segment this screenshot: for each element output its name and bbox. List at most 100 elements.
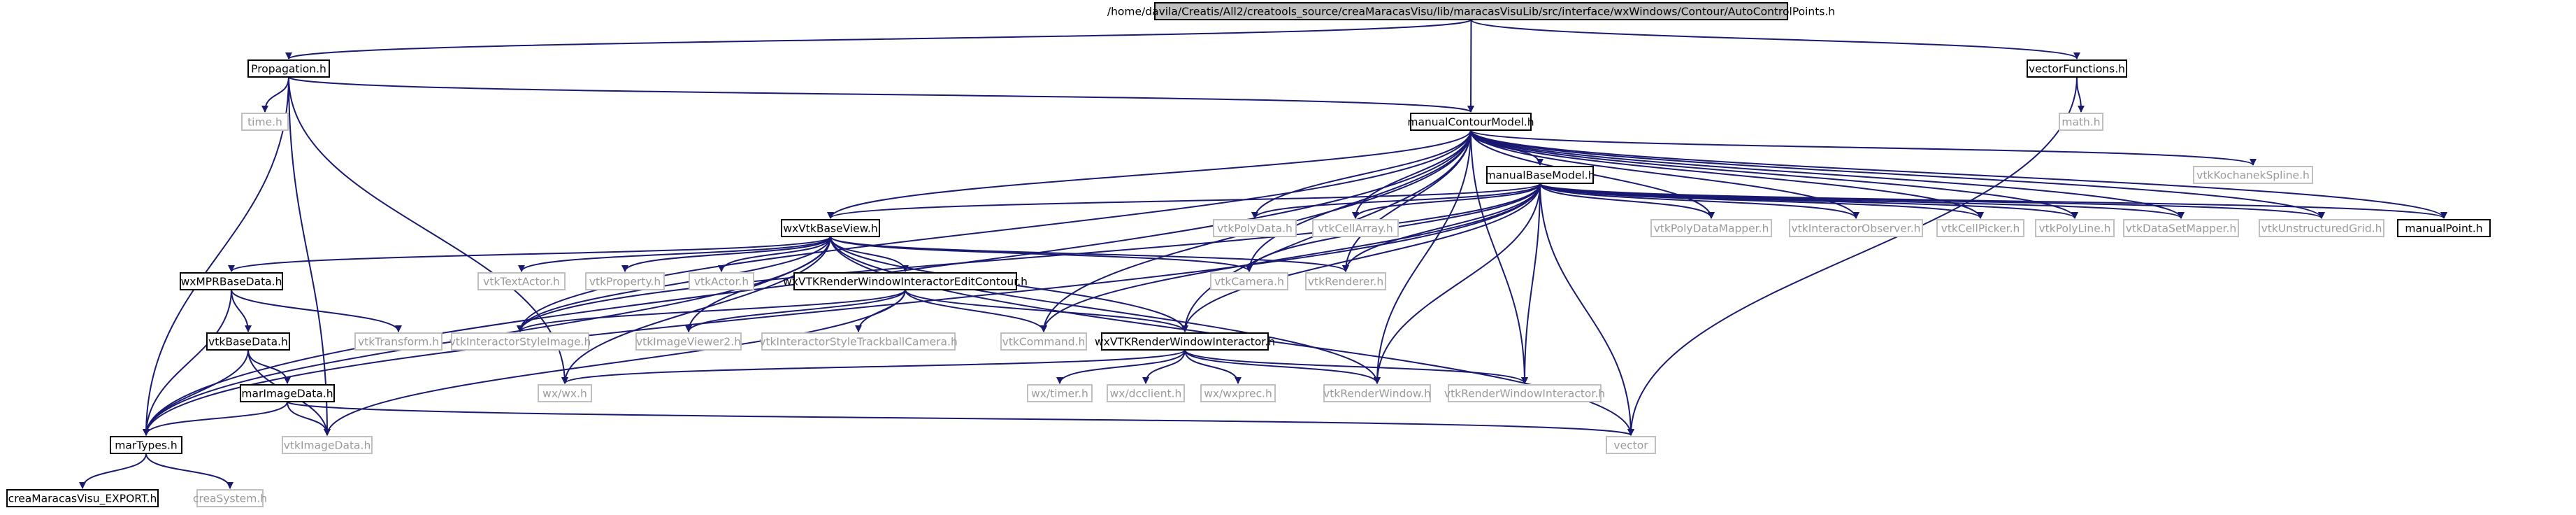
edge-manual-base-model-to-vtk-interactor-style-image bbox=[517, 183, 1541, 332]
node-box bbox=[110, 436, 182, 454]
edge-wx-vtkrender-window-interactor-edit-contour-to-vtk-command bbox=[905, 289, 1047, 332]
node-vtk-base-data[interactable]: vtkBaseData.h bbox=[206, 332, 290, 351]
node-vtk-poly-data: vtkPolyData.h bbox=[1213, 219, 1297, 237]
node-vtk-camera: vtkCamera.h bbox=[1210, 272, 1288, 290]
edge-manual-contour-model-to-vtk-interactor-style-image bbox=[517, 129, 1472, 332]
node-label: math.h bbox=[2061, 116, 2100, 129]
node-wx-vtkrender-window-interactor-edit-contour[interactable]: wxVTKRenderWindowInteractorEditContour.h bbox=[783, 272, 1028, 290]
edge-mar-image-data-to-mar-types bbox=[143, 401, 288, 436]
node-vtk-kochanek-spline: vtkKochanekSpline.h bbox=[2193, 166, 2313, 184]
node-box bbox=[1200, 384, 1276, 402]
node-vtk-actor: vtkActor.h bbox=[689, 272, 754, 290]
node-box bbox=[1107, 384, 1185, 402]
node-label: vtkInteractorStyleTrackballCamera.h bbox=[759, 336, 958, 348]
edge-propagation-to-time bbox=[261, 76, 289, 113]
node-label: vtkRenderWindowInteractor.h bbox=[1444, 388, 1605, 400]
edge-wx-mprbase-data-to-vtk-transform bbox=[231, 289, 402, 332]
node-label: wxMPRBaseData.h bbox=[181, 276, 282, 288]
edge-root-to-propagation bbox=[285, 19, 1472, 59]
node-label: /home/davila/Creatis/All2/creatools_sour… bbox=[1107, 6, 1835, 19]
node-box bbox=[1606, 436, 1656, 454]
node-label: vtkCamera.h bbox=[1214, 276, 1284, 288]
node-box bbox=[1936, 219, 2024, 237]
node-wxtimer: wx/timer.h bbox=[1027, 384, 1093, 402]
edge-manual-contour-model-to-vtk-render-window-interactor bbox=[1470, 129, 1528, 384]
node-label: vtkTransform.h bbox=[358, 336, 439, 348]
node-box bbox=[1789, 219, 1923, 237]
node-mar-image-data[interactable]: marImageData.h bbox=[240, 384, 335, 402]
node-box bbox=[689, 272, 754, 290]
node-vtk-transform: vtkTransform.h bbox=[354, 332, 442, 351]
node-box bbox=[761, 332, 956, 351]
node-wx-vtkrender-window-interactor[interactable]: wxVTKRenderWindowInteractor.h bbox=[1095, 332, 1275, 351]
node-box bbox=[180, 272, 283, 290]
edge-wx-vtk-base-view-to-vtk-camera bbox=[830, 236, 1253, 272]
node-box bbox=[1410, 113, 1532, 131]
node-box bbox=[1305, 272, 1386, 290]
node-label: vtkPolyLine.h bbox=[2038, 223, 2110, 235]
node-box bbox=[1027, 384, 1093, 402]
node-wx-vtk-base-view[interactable]: wxVtkBaseView.h bbox=[781, 219, 880, 237]
node-crea-maracas-visu-export[interactable]: creaMaracasVisu_EXPORT.h bbox=[6, 489, 159, 507]
node-vtk-poly-data-mapper: vtkPolyDataMapper.h bbox=[1650, 219, 1772, 237]
node-label: wx/wxprec.h bbox=[1204, 388, 1272, 400]
node-vtk-unstructured-grid: vtkUnstructuredGrid.h bbox=[2259, 219, 2384, 237]
node-label: creaMaracasVisu_EXPORT.h bbox=[8, 493, 157, 506]
node-box bbox=[2259, 219, 2384, 237]
edge-wx-vtk-base-view-to-vtk-property bbox=[621, 236, 831, 272]
edge-manual-base-model-to-vtk-render-window-interactor bbox=[1521, 183, 1541, 384]
node-propagation[interactable]: Propagation.h bbox=[247, 59, 330, 78]
node-box bbox=[1448, 384, 1602, 402]
dependency-nodes: /home/davila/Creatis/All2/creatools_sour… bbox=[6, 2, 2491, 507]
node-box bbox=[1213, 219, 1297, 237]
node-box bbox=[1312, 219, 1399, 237]
node-label: marImageData.h bbox=[241, 388, 333, 400]
node-root[interactable]: /home/davila/Creatis/All2/creatools_sour… bbox=[1107, 2, 1835, 20]
node-manual-point[interactable]: manualPoint.h bbox=[2397, 219, 2491, 237]
edge-mar-image-data-to-vector bbox=[287, 401, 1634, 436]
edge-manual-base-model-to-wx-vtkrender-window-interactor bbox=[1181, 183, 1541, 332]
node-box bbox=[2035, 219, 2115, 237]
node-vtk-poly-line: vtkPolyLine.h bbox=[2035, 219, 2115, 237]
node-label: wx/dcclient.h bbox=[1110, 388, 1182, 400]
edge-mar-image-data-to-vtk-image-data bbox=[287, 401, 331, 436]
edge-manual-base-model-to-vtk-poly-data-mapper bbox=[1539, 183, 1715, 219]
node-manual-base-model[interactable]: manualBaseModel.h bbox=[1485, 166, 1595, 184]
node-label: wxVtkBaseView.h bbox=[783, 223, 877, 235]
edge-wx-vtk-base-view-to-vtk-interactor-style-image bbox=[517, 236, 831, 332]
node-label: wx/timer.h bbox=[1031, 388, 1088, 400]
edge-vector-functions-to-vector bbox=[1627, 76, 2078, 436]
edge-manual-base-model-to-vtk-renderer bbox=[1342, 183, 1541, 272]
node-vtk-image-data: vtkImageData.h bbox=[282, 436, 373, 454]
node-box bbox=[1101, 332, 1269, 351]
node-label: vtkBaseData.h bbox=[208, 336, 288, 348]
edge-manual-base-model-to-mar-types bbox=[143, 183, 1541, 436]
node-label: vtkDataSetMapper.h bbox=[2126, 223, 2236, 235]
node-wx-mprbase-data[interactable]: wxMPRBaseData.h bbox=[180, 272, 283, 290]
edge-wx-vtk-base-view-to-vtk-text-actor bbox=[518, 236, 831, 272]
edge-wx-vtkrender-window-interactor-edit-contour-to-vtk-image-viewer2 bbox=[685, 289, 906, 332]
node-label: manualPoint.h bbox=[2405, 223, 2482, 235]
node-box bbox=[1486, 166, 1594, 184]
node-label: vtkTextActor.h bbox=[483, 276, 560, 288]
node-box bbox=[585, 272, 665, 290]
node-vector: vector bbox=[1606, 436, 1656, 454]
edge-manual-base-model-to-vtk-cell-picker bbox=[1539, 183, 1984, 219]
node-crea-system: creaSystem.h bbox=[193, 489, 267, 507]
node-vector-functions[interactable]: vectorFunctions.h bbox=[2027, 59, 2127, 78]
edge-wx-vtkrender-window-interactor-to-vtk-render-window-interactor bbox=[1184, 349, 1528, 384]
node-vtk-cell-array: vtkCellArray.h bbox=[1312, 219, 1399, 237]
edge-manual-base-model-to-vtk-cell-array bbox=[1352, 183, 1541, 219]
node-vtk-render-window-interactor: vtkRenderWindowInteractor.h bbox=[1444, 384, 1605, 402]
node-manual-contour-model[interactable]: manualContourModel.h bbox=[1407, 113, 1534, 131]
node-box bbox=[206, 332, 290, 351]
edge-manual-contour-model-to-vtk-render-window bbox=[1374, 129, 1472, 384]
edge-manual-contour-model-to-vtk-cell-array bbox=[1352, 129, 1472, 219]
node-label: vector bbox=[1613, 439, 1648, 452]
node-label: vtkImageData.h bbox=[284, 439, 371, 452]
node-box bbox=[6, 489, 159, 507]
node-box bbox=[2397, 219, 2491, 237]
edge-wx-vtk-base-view-to-wx-mprbase-data bbox=[228, 236, 831, 272]
node-vtk-text-actor: vtkTextActor.h bbox=[477, 272, 566, 290]
node-mar-types[interactable]: marTypes.h bbox=[110, 436, 182, 454]
